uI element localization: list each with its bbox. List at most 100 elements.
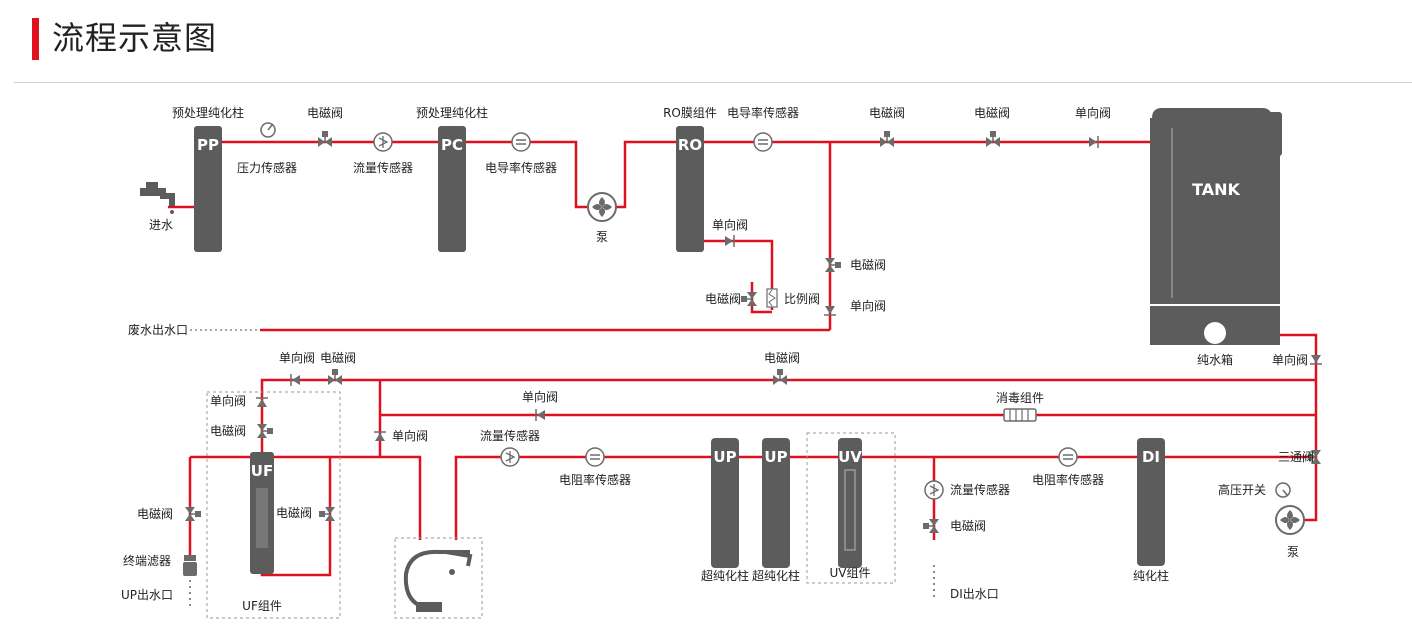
- label-terminal-filter: 终端滤器: [123, 553, 171, 568]
- pressure-gauge-icon: [260, 122, 276, 138]
- label-cond-sensor-2: 电导率传感器: [727, 105, 799, 120]
- flow-sensor-icon[interactable]: [373, 132, 393, 152]
- pump-icon[interactable]: [587, 192, 617, 222]
- label-check-valve-6: 单向阀: [210, 393, 246, 408]
- uv-unit-label: UV: [838, 448, 862, 466]
- solenoid-valve-icon[interactable]: [256, 423, 274, 439]
- di-column[interactable]: DI: [1137, 438, 1165, 566]
- uf-unit-label: UF: [251, 462, 273, 480]
- label-check-valve-3: 单向阀: [712, 217, 748, 232]
- check-valve-icon[interactable]: [373, 431, 387, 442]
- pp-unit-label: PP: [197, 136, 219, 154]
- check-valve-icon[interactable]: [724, 234, 735, 248]
- label-solenoid-10: 电磁阀: [276, 505, 312, 520]
- label-pump-2: 泵: [1287, 545, 1299, 559]
- label-solenoid-4: 电磁阀: [850, 257, 886, 272]
- ro-column[interactable]: RO: [676, 126, 704, 252]
- label-solenoid-7: 电磁阀: [764, 350, 800, 365]
- page-title: 流程示意图: [52, 19, 218, 57]
- resistivity-sensor-icon[interactable]: [585, 447, 605, 467]
- label-solenoid-5: 电磁阀: [705, 291, 741, 306]
- check-valve-icon[interactable]: [290, 373, 301, 387]
- label-uv: UV组件: [830, 566, 871, 580]
- label-solenoid-11: 电磁阀: [950, 518, 986, 533]
- up-column-1[interactable]: UP: [711, 438, 739, 568]
- label-pc-top: 预处理纯化柱: [416, 105, 488, 120]
- check-valve-icon[interactable]: [1088, 135, 1099, 149]
- label-solenoid-3: 电磁阀: [974, 105, 1010, 120]
- check-valve-icon[interactable]: [535, 408, 546, 422]
- up-unit-label-2: UP: [764, 448, 787, 466]
- header: 流程示意图: [0, 0, 1412, 84]
- label-ultra-col-1: 超纯化柱: [701, 568, 749, 583]
- conductivity-sensor-icon[interactable]: [753, 132, 773, 152]
- label-pump-1: 泵: [596, 230, 608, 244]
- solenoid-valve-icon[interactable]: [740, 291, 758, 307]
- solenoid-valve-icon[interactable]: [317, 130, 333, 148]
- solenoid-valve-icon[interactable]: [879, 130, 895, 148]
- pc-column[interactable]: PC: [438, 126, 466, 252]
- label-prop-valve: 比例阀: [784, 292, 820, 306]
- tank-label: TANK: [1192, 180, 1240, 199]
- pump-icon[interactable]: [1275, 505, 1305, 535]
- label-pure-tank: 纯水箱: [1197, 352, 1233, 367]
- tank[interactable]: TANK: [1150, 108, 1282, 345]
- label-ultra-col-2: 超纯化柱: [752, 568, 800, 583]
- proportional-valve-icon[interactable]: [766, 288, 778, 308]
- flow-sensor-icon[interactable]: [924, 480, 944, 500]
- labels: 预处理纯化柱 压力传感器 电磁阀 流量传感器 预处理纯化柱 电导率传感器 泵 进…: [121, 105, 1314, 613]
- di-unit-label: DI: [1142, 448, 1160, 466]
- solenoid-valve-icon[interactable]: [985, 130, 1001, 148]
- conductivity-sensor-icon[interactable]: [511, 132, 531, 152]
- label-solenoid-2: 电磁阀: [869, 105, 905, 120]
- flow-sensor-icon[interactable]: [500, 447, 520, 467]
- label-solenoid-1: 电磁阀: [307, 105, 343, 120]
- label-solenoid-9: 电磁阀: [137, 506, 173, 521]
- header-divider: [14, 82, 1412, 83]
- check-valve-icon[interactable]: [1309, 354, 1323, 365]
- solenoid-valve-icon[interactable]: [318, 506, 336, 522]
- label-flow-sensor-3: 流量传感器: [950, 482, 1010, 497]
- label-di-out: DI出水口: [950, 587, 999, 601]
- label-ro-top: RO膜组件: [663, 106, 717, 120]
- solenoid-valve-icon[interactable]: [772, 368, 788, 386]
- solenoid-valve-icon[interactable]: [184, 506, 202, 522]
- resistivity-sensor-icon[interactable]: [1058, 447, 1078, 467]
- ro-unit-label: RO: [678, 136, 702, 154]
- up-column-2[interactable]: UP: [762, 438, 790, 568]
- label-pp-top: 预处理纯化柱: [172, 105, 244, 120]
- uf-column[interactable]: UF: [250, 452, 274, 574]
- label-resist-sensor-2: 电阻率传感器: [1032, 472, 1104, 487]
- terminal-filter-icon: [183, 555, 197, 576]
- check-valve-icon[interactable]: [255, 397, 269, 408]
- label-up-out: UP出水口: [121, 588, 173, 602]
- label-uf: UF组件: [242, 599, 282, 613]
- three-way-valve-icon[interactable]: [1309, 450, 1321, 464]
- label-di: 纯化柱: [1133, 568, 1169, 583]
- label-high-pressure: 高压开关: [1218, 482, 1266, 497]
- label-three-way: 三通阀: [1278, 450, 1314, 464]
- label-flow-sensor-1: 流量传感器: [353, 160, 413, 175]
- label-pressure-sensor: 压力传感器: [237, 160, 297, 175]
- label-solenoid-8: 电磁阀: [210, 423, 246, 438]
- pc-unit-label: PC: [441, 136, 463, 154]
- up-unit-label-1: UP: [713, 448, 736, 466]
- label-check-valve-5: 单向阀: [279, 350, 315, 365]
- title-accent-bar: [32, 18, 39, 60]
- uv-column[interactable]: UV: [838, 438, 862, 568]
- label-waste-out: 废水出水口: [128, 322, 188, 337]
- label-flow-sensor-2: 流量传感器: [480, 428, 540, 443]
- dispenser-icon: [403, 549, 473, 612]
- solenoid-valve-icon[interactable]: [824, 257, 842, 273]
- label-check-valve-2: 单向阀: [1272, 352, 1308, 367]
- label-solenoid-6: 电磁阀: [320, 350, 356, 365]
- label-water-in: 进水: [149, 218, 173, 232]
- solenoid-valve-icon[interactable]: [327, 368, 343, 386]
- solenoid-valve-icon[interactable]: [922, 518, 940, 534]
- check-valve-icon[interactable]: [823, 305, 837, 316]
- label-check-valve-8: 单向阀: [392, 428, 428, 443]
- disinfect-module[interactable]: [1003, 408, 1037, 422]
- pp-column[interactable]: PP: [194, 126, 222, 252]
- high-pressure-icon: [1275, 482, 1291, 498]
